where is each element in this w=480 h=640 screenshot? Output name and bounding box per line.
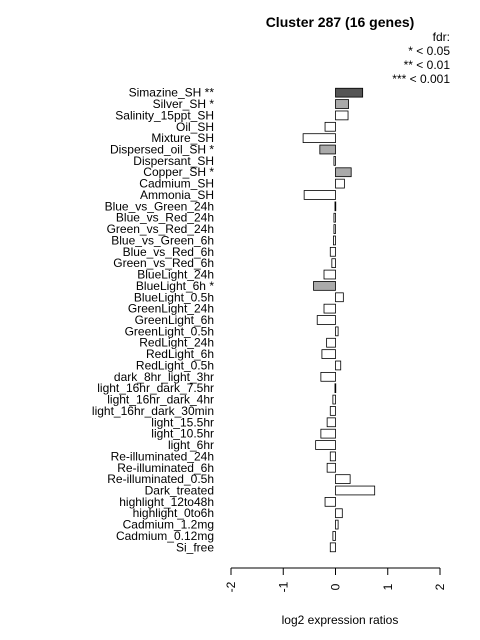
category-label-39: Cadmium_0.12mg (116, 529, 214, 543)
x-tick-label-3: 1 (381, 583, 395, 590)
bar-13 (333, 235, 336, 246)
category-label-7: Copper_SH * (143, 165, 214, 179)
bar-4 (302, 133, 336, 143)
category-label-0: Simazine_SH ** (129, 86, 215, 100)
category-label-2: Salinity_15ppt_SH (115, 108, 214, 122)
category-label-4: Mixture_SH (151, 131, 214, 145)
category-label-10: Blue_vs_Green_24h (105, 199, 214, 213)
category-label-23: RedLight_6h (146, 347, 214, 361)
category-label-9: Ammonia_SH (140, 188, 214, 202)
category-label-26: light_16hr_dark_7.5hr (97, 381, 214, 395)
bar-30 (320, 428, 336, 439)
bar-37 (335, 508, 343, 519)
category-label-11: Blue_vs_Red_24h (116, 211, 214, 225)
category-label-22: RedLight_24h (139, 336, 214, 350)
category-label-5: Dispersed_oil_SH * (110, 143, 214, 157)
bar-16 (323, 269, 336, 280)
bar-27 (332, 394, 336, 405)
category-label-25: dark_8hr_light_3hr (114, 370, 214, 384)
bar-0 (335, 87, 364, 98)
bar-20 (316, 315, 336, 325)
bar-11 (333, 212, 336, 223)
bar-2 (335, 110, 349, 121)
category-label-15: Green_vs_Red_6h (113, 256, 214, 270)
bar-33 (326, 462, 336, 473)
bar-24 (335, 360, 342, 371)
category-label-21: GreenLight_0.5h (125, 324, 214, 338)
category-label-35: Dark_treated (145, 483, 214, 497)
bars-group (302, 87, 376, 553)
bar-36 (324, 497, 336, 507)
category-label-16: BlueLight_24h (137, 268, 214, 282)
bar-31 (315, 440, 336, 450)
x-axis: -2 -1 0 1 2 (224, 567, 447, 592)
category-label-31: light_6hr (168, 438, 214, 452)
legend-title: fdr: (433, 30, 450, 44)
category-label-30: light_10.5hr (151, 427, 214, 441)
chart-title: Cluster 287 (16 genes) (266, 14, 415, 30)
legend-entry-fdr-01: ** < 0.01 (404, 58, 451, 72)
bar-3 (324, 121, 336, 132)
x-tick-label-1: -1 (276, 581, 290, 592)
x-axis-label: log2 expression ratios (282, 613, 399, 627)
category-label-36: highlight_12to48h (119, 495, 214, 509)
category-labels: Simazine_SH **Silver_SH *Salinity_15ppt_… (92, 86, 214, 555)
bar-25 (320, 371, 336, 382)
legend: fdr: * < 0.05 ** < 0.01 *** < 0.001 (392, 30, 450, 86)
category-label-3: Oil_SH (176, 120, 214, 134)
category-label-1: Silver_SH * (153, 97, 215, 111)
category-label-40: Si_free (176, 540, 214, 554)
bar-7 (335, 167, 352, 178)
bar-23 (321, 349, 336, 359)
category-label-33: Re-illuminated_6h (117, 461, 214, 475)
category-label-38: Cadmium_1.2mg (123, 518, 214, 532)
bar-5 (319, 144, 336, 155)
legend-entry-fdr-05: * < 0.05 (408, 44, 450, 58)
bar-34 (335, 474, 351, 484)
category-label-18: BlueLight_0.5h (134, 290, 214, 304)
category-label-14: Blue_vs_Red_6h (123, 245, 214, 259)
bar-22 (326, 337, 336, 348)
bar-8 (335, 178, 345, 189)
bar-21 (335, 326, 339, 337)
bar-40 (329, 542, 336, 553)
category-label-13: Blue_vs_Green_6h (111, 233, 214, 247)
bar-28 (329, 406, 336, 416)
bar-17 (313, 281, 336, 291)
bar-38 (335, 519, 339, 530)
category-label-24: RedLight_0.5h (136, 358, 214, 372)
x-tick-label-2: 0 (329, 583, 343, 590)
bar-18 (335, 292, 344, 303)
bar-9 (303, 190, 336, 200)
category-label-6: Dispersant_SH (133, 154, 214, 168)
category-label-29: light_15.5hr (151, 415, 214, 429)
category-label-17: BlueLight_6h * (136, 279, 214, 293)
legend-entry-fdr-001: *** < 0.001 (392, 72, 450, 86)
x-tick-label-4: 2 (433, 583, 447, 590)
category-label-37: highlight_0to6h (133, 506, 214, 520)
bar-39 (332, 531, 336, 541)
x-tick-label-0: -2 (224, 581, 238, 592)
category-label-32: Re-illuminated_24h (111, 449, 214, 463)
bar-35 (335, 485, 376, 496)
bar-1 (335, 99, 349, 109)
category-label-34: Re-illuminated_0.5h (107, 472, 214, 486)
bar-12 (333, 224, 336, 234)
bar-26 (334, 383, 337, 394)
bar-10 (334, 201, 337, 212)
bar-15 (331, 258, 336, 269)
bar-32 (329, 451, 336, 462)
category-label-12: Green_vs_Red_24h (107, 222, 214, 236)
bar-29 (326, 417, 336, 428)
category-label-19: GreenLight_24h (128, 302, 214, 316)
category-label-28: light_16hr_dark_30min (92, 404, 214, 418)
category-label-8: Cadmium_SH (139, 177, 214, 191)
bar-14 (329, 246, 336, 257)
bar-19 (323, 303, 336, 314)
category-label-20: GreenLight_6h (135, 313, 214, 327)
bar-6 (333, 156, 336, 166)
category-label-27: light_16hr_dark_4hr (107, 393, 214, 407)
